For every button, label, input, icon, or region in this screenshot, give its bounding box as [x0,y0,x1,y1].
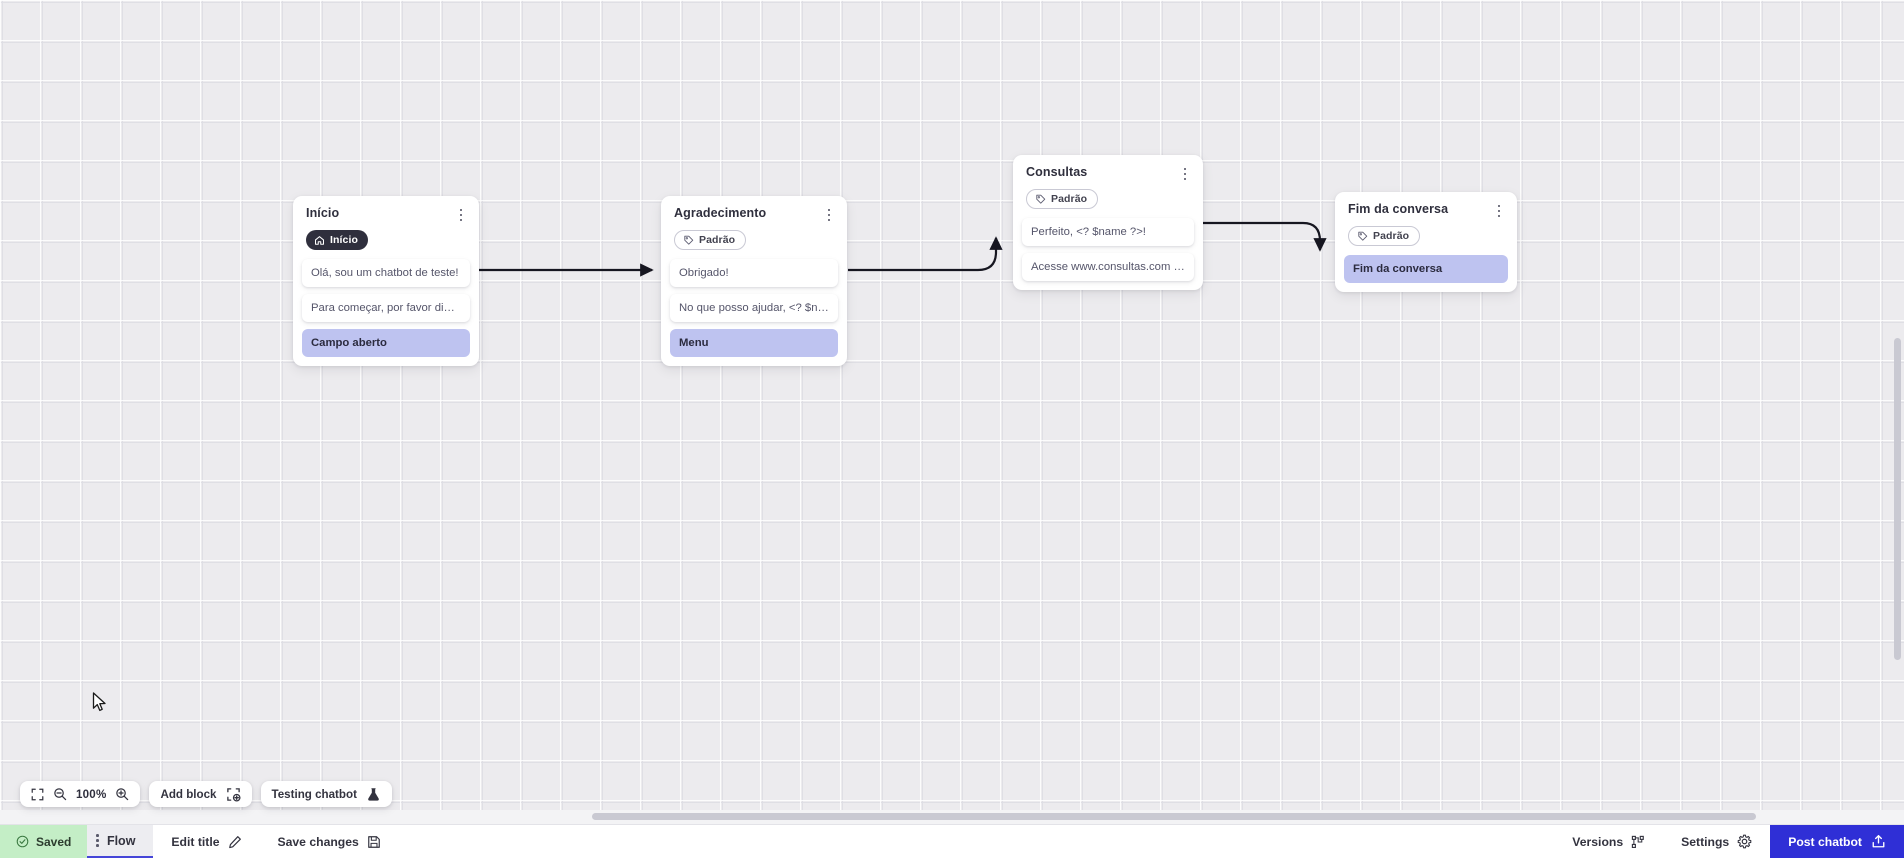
node-header: Fim da conversa [1344,202,1508,219]
node-badge-label: Início [330,234,359,246]
upload-icon [1872,835,1885,848]
node-header: Início [302,206,470,223]
save-changes-label: Save changes [277,834,359,849]
flow-canvas[interactable]: Início Início Olá, sou um chatbot de tes… [0,0,1904,824]
add-block-label: Add block [160,787,217,801]
branch-icon [1631,835,1644,848]
node-menu-icon[interactable] [1178,166,1192,182]
zoom-controls: 100% [20,781,141,807]
node-slot[interactable]: Fim da conversa [1344,254,1508,283]
edit-title-label: Edit title [171,834,220,849]
node-slot[interactable]: Menu [670,328,838,357]
settings-label: Settings [1681,834,1730,849]
node-header: Consultas [1022,165,1194,182]
versions-label: Versions [1572,834,1624,849]
node-slot[interactable]: Perfeito, <? $name ?>! [1022,217,1194,246]
gear-icon [1737,834,1752,849]
node-badge-row: Padrão [1022,182,1194,218]
tag-icon [1358,231,1368,241]
node-badge-start: Início [306,230,369,250]
home-icon [314,235,325,245]
node-title: Agradecimento [674,206,767,220]
flow-node-inicio[interactable]: Início Início Olá, sou um chatbot de tes… [293,196,479,366]
testing-chatbot-button[interactable]: Testing chatbot [260,781,392,807]
node-menu-icon[interactable] [454,207,468,223]
node-badge-label: Padrão [1373,230,1410,242]
node-title: Início [306,206,340,220]
node-badge-row: Padrão [1344,219,1508,255]
post-chatbot-button[interactable]: Post chatbot [1770,825,1904,858]
node-slot[interactable]: Acesse www.consultas.com par... [1022,252,1194,281]
node-menu-icon[interactable] [1492,203,1506,219]
saved-label: Saved [36,834,72,849]
node-badge-default: Padrão [1348,226,1421,246]
tab-flow[interactable]: Flow [87,825,154,858]
zoom-out-icon[interactable] [53,787,67,801]
node-menu-icon[interactable] [822,207,836,223]
floppy-disk-icon [367,835,380,848]
vertical-scrollbar-thumb[interactable] [1894,338,1901,660]
tag-icon [684,235,694,245]
node-slot[interactable]: Olá, sou um chatbot de teste! [302,258,470,287]
node-badge-row: Início [302,223,470,259]
post-chatbot-label: Post chatbot [1788,834,1862,849]
settings-button[interactable]: Settings [1663,825,1770,858]
check-circle-icon [16,835,29,848]
node-badge-default: Padrão [1026,189,1099,209]
drag-handle-icon[interactable] [94,834,101,847]
node-badge-default: Padrão [674,230,747,250]
node-badge-row: Padrão [670,223,838,259]
add-block-icon [226,787,241,802]
bottom-status-bar: Saved Flow Edit title Save changes Versi… [0,824,1904,858]
edit-title-button[interactable]: Edit title [153,825,259,858]
flow-node-consultas[interactable]: Consultas Padrão Perfeito, <? $name ?>! … [1013,155,1203,290]
zoom-level: 100% [76,787,107,801]
flask-icon [366,787,381,802]
connector-layer [479,221,1327,277]
edge-agradecimento-consultas [848,236,1003,272]
canvas-toolbar: 100% Add block Testing chatbot [20,781,392,807]
fit-screen-icon[interactable] [31,788,44,801]
bottom-bar-right: Versions Settings Post chatbot [1554,825,1904,858]
zoom-in-icon[interactable] [115,787,129,801]
node-header: Agradecimento [670,206,838,223]
bottom-bar-left: Saved Flow Edit title Save changes [0,825,399,858]
node-slot[interactable]: Para começar, por favor digite o ... [302,293,470,322]
saved-status-badge: Saved [0,825,88,858]
node-title: Fim da conversa [1348,202,1449,216]
horizontal-scrollbar-thumb[interactable] [592,813,1756,820]
save-changes-button[interactable]: Save changes [260,825,399,858]
pencil-icon [228,835,241,848]
node-badge-label: Padrão [1051,193,1088,205]
tag-icon [1036,194,1046,204]
add-block-button[interactable]: Add block [149,781,252,807]
tab-flow-label: Flow [106,833,136,848]
node-slot[interactable]: No que posso ajudar, <? $name ... [670,293,838,322]
edge-consultas-fim [1203,221,1327,252]
node-slot[interactable]: Campo aberto [302,328,470,357]
versions-button[interactable]: Versions [1554,825,1663,858]
node-title: Consultas [1026,165,1088,179]
node-slot[interactable]: Obrigado! [670,258,838,287]
node-badge-label: Padrão [699,234,736,246]
testing-chatbot-label: Testing chatbot [271,787,357,801]
flow-node-fim-da-conversa[interactable]: Fim da conversa Padrão Fim da conversa [1335,192,1517,292]
flow-node-agradecimento[interactable]: Agradecimento Padrão Obrigado! No que po… [661,196,847,366]
